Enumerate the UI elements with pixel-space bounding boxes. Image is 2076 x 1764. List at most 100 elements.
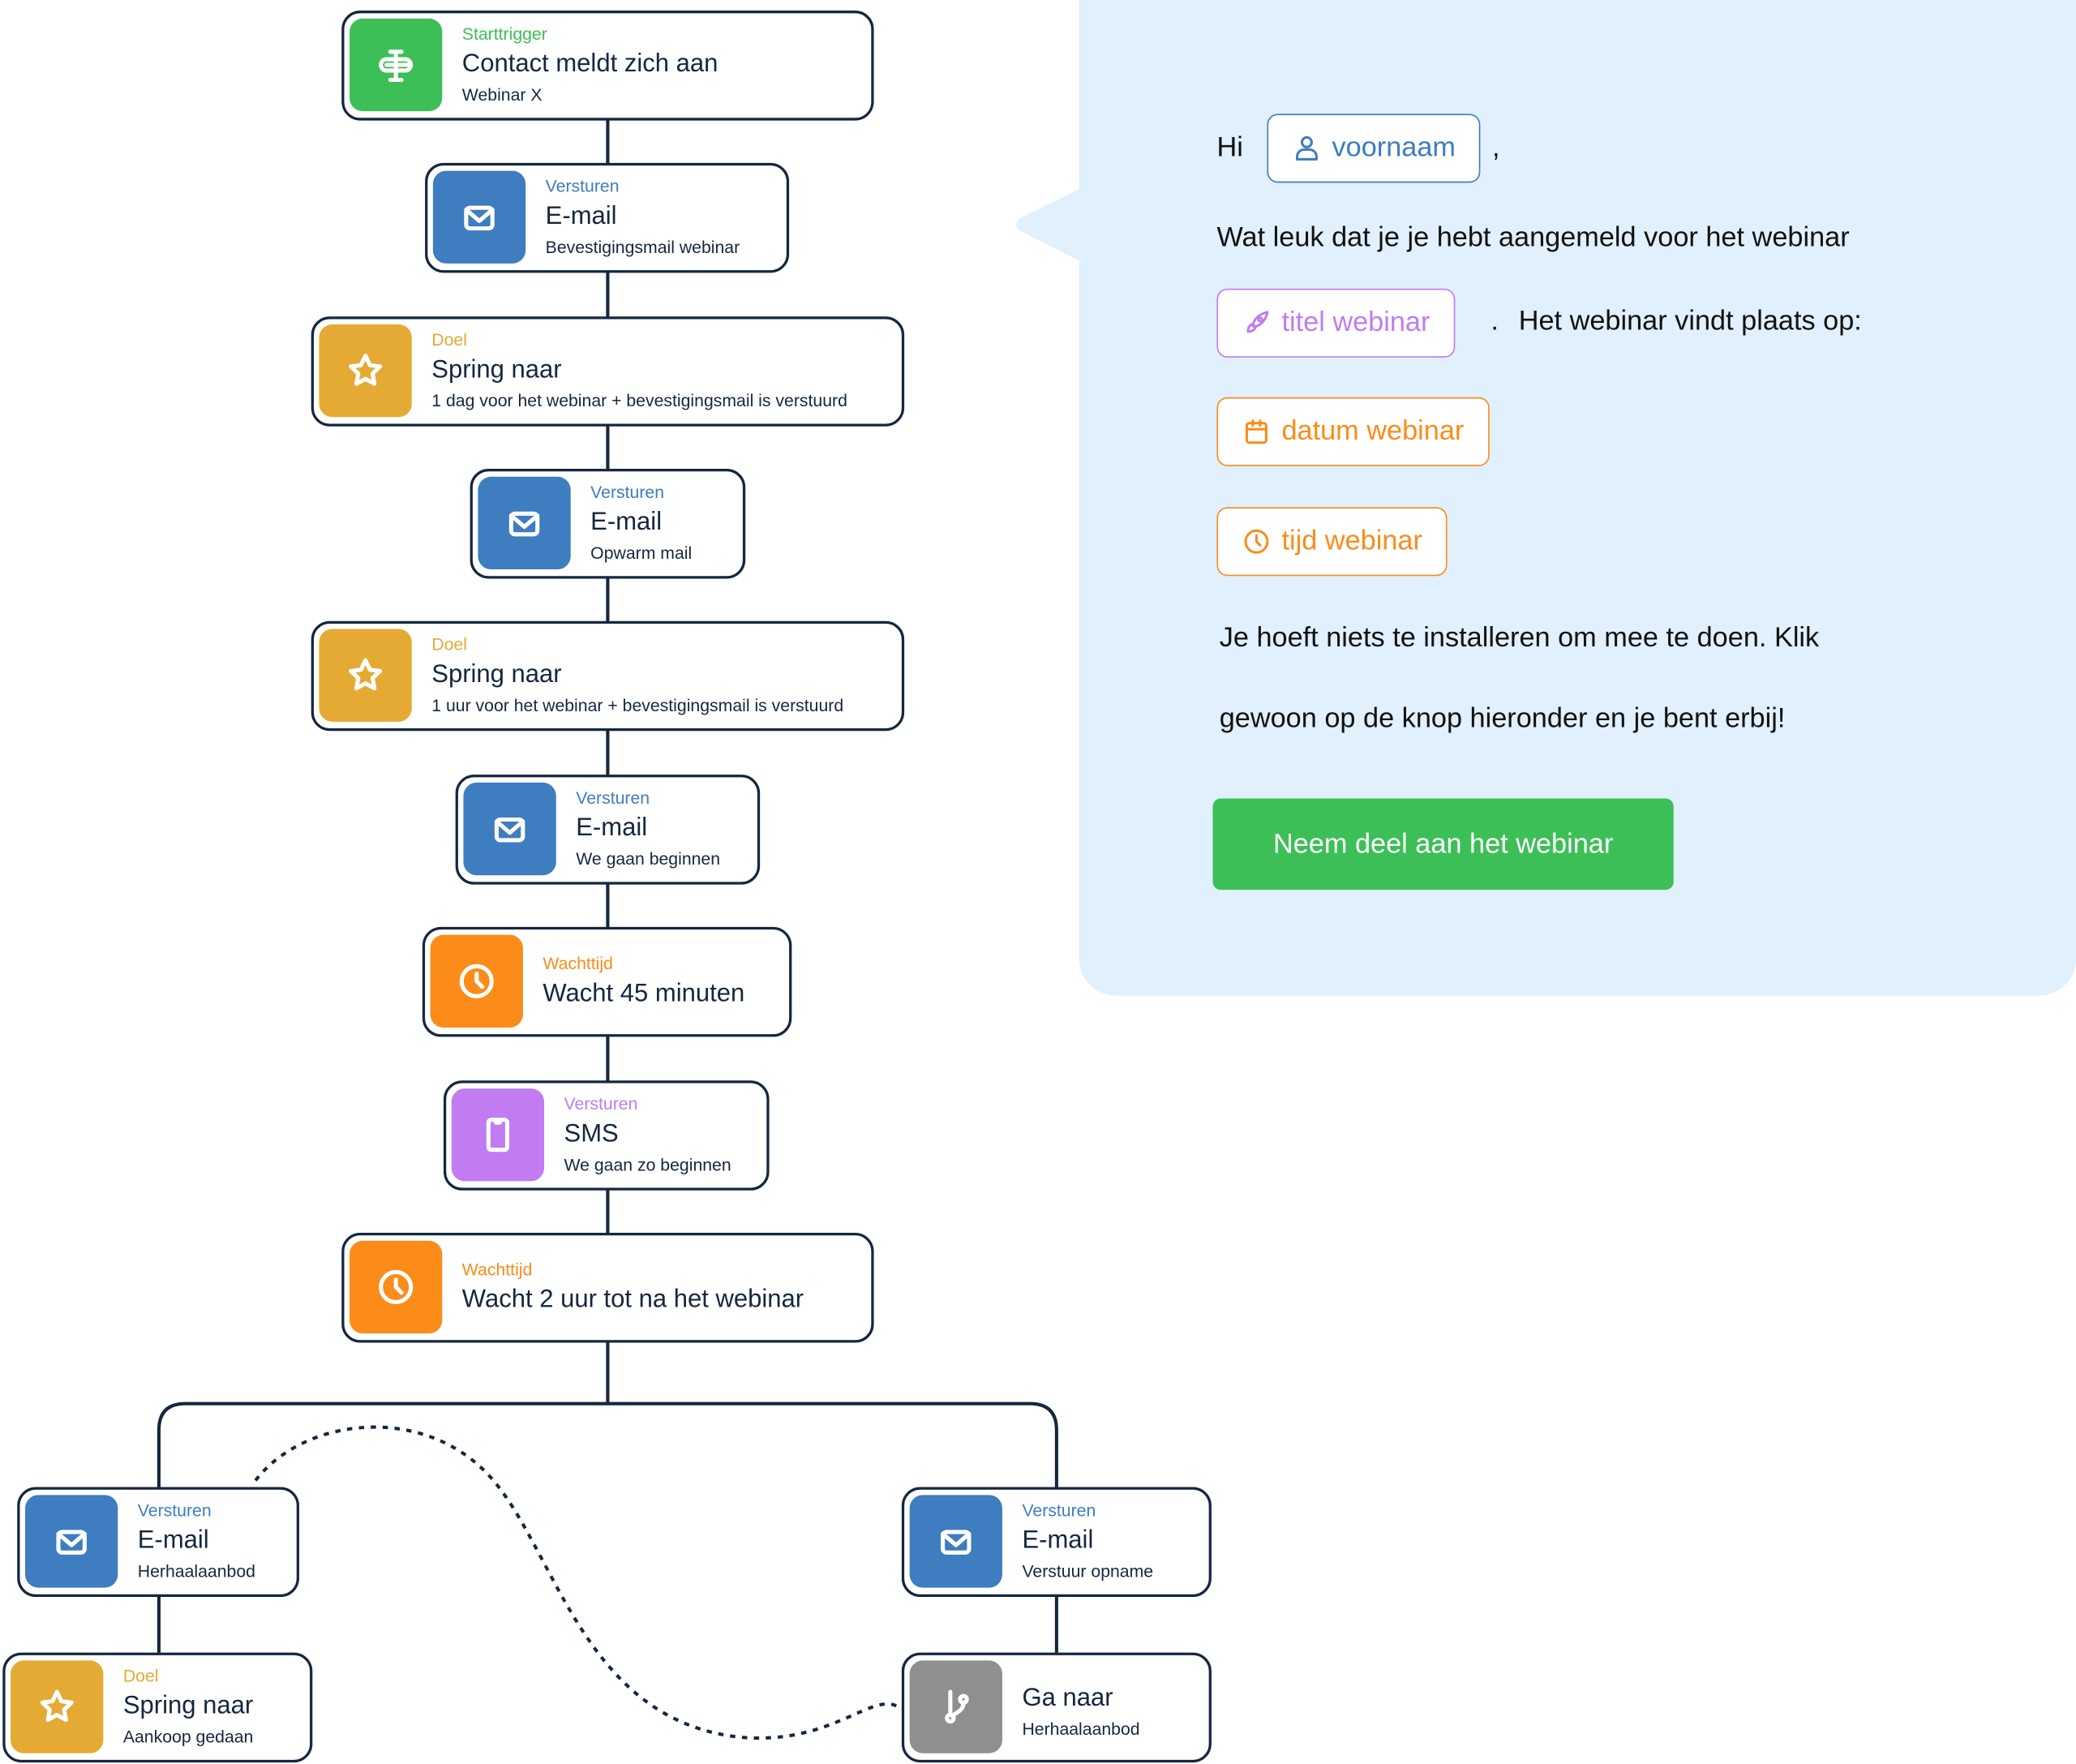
comma-text: , xyxy=(1492,132,1500,163)
user-icon xyxy=(1296,135,1318,161)
mail-icon xyxy=(941,1530,972,1555)
node-text: Starttrigger Contact meldt zich aan Webi… xyxy=(462,24,718,107)
node-subtitle: Webinar X xyxy=(461,84,543,105)
node-text: Versturen E-mail We gaan beginnen xyxy=(576,788,720,871)
rocket-icon xyxy=(1246,311,1269,333)
node-icon-box xyxy=(451,1088,545,1182)
token-label: titel webinar xyxy=(1281,307,1430,338)
star-icon xyxy=(349,354,383,386)
node-text: Versturen E-mail Opwarm mail xyxy=(590,482,692,565)
mail-icon xyxy=(494,817,525,843)
node-text: Wachttijd Wacht 45 minuten xyxy=(543,954,744,1012)
node-icon-box xyxy=(25,1495,118,1588)
token-time[interactable]: tijd webinar xyxy=(1216,507,1448,577)
node-icon-box xyxy=(319,324,412,418)
node-subtitle: 1 dag voor het webinar + bevestigingsmai… xyxy=(431,390,847,411)
node-text: Versturen SMS We gaan zo beginnen xyxy=(564,1094,731,1178)
node-text: Versturen E-mail Bevestigingsmail webina… xyxy=(546,176,740,260)
node-subtitle: We gaan zo beginnen xyxy=(564,1154,731,1175)
greeting-text: Hi xyxy=(1216,132,1243,163)
node-title: Spring naar xyxy=(431,356,562,384)
mail-icon xyxy=(464,205,495,231)
node-title: Wacht 45 minuten xyxy=(543,980,745,1008)
node-subtitle: Aankoop gedaan xyxy=(122,1727,254,1747)
node-subtitle: Herhaalaanbod xyxy=(137,1560,255,1582)
node-text: Doel Spring naar 1 dag voor het webinar … xyxy=(431,330,847,414)
workflow-node-1[interactable]: Starttrigger Contact meldt zich aan Webi… xyxy=(341,11,874,121)
node-title: SMS xyxy=(564,1120,619,1148)
node-category: Starttrigger xyxy=(461,24,547,44)
goto-dashed-link xyxy=(254,1425,902,1740)
workflow-node-10[interactable]: Versturen E-mail Herhaalaanbod xyxy=(17,1487,299,1598)
workflow-node-2[interactable]: Versturen E-mail Bevestigingsmail webina… xyxy=(425,162,790,273)
star-icon xyxy=(349,658,383,691)
node-category: Doel xyxy=(122,1665,159,1686)
branch-connector xyxy=(157,1401,1058,1487)
node-text: Wachttijd Wacht 2 uur tot na het webinar xyxy=(462,1260,804,1318)
token-label: datum webinar xyxy=(1281,415,1465,447)
node-subtitle: Opwarm mail xyxy=(590,543,693,563)
node-icon-box xyxy=(432,170,526,264)
mail-icon xyxy=(508,511,540,537)
node-title: Spring naar xyxy=(122,1692,254,1720)
node-title: Ga naar xyxy=(1022,1684,1113,1713)
node-category: Wachttijd xyxy=(543,953,613,974)
workflow-node-13[interactable]: Ga naar Herhaalaanbod xyxy=(901,1652,1212,1763)
node-title: E-mail xyxy=(1022,1526,1094,1555)
node-subtitle: Bevestigingsmail webinar xyxy=(545,237,740,257)
node-icon-box xyxy=(350,18,443,112)
node-icon-box xyxy=(909,1495,1002,1588)
workflow-node-11[interactable]: Versturen E-mail Verstuur opname xyxy=(901,1487,1212,1598)
token-title[interactable]: titel webinar xyxy=(1216,288,1456,358)
branch-icon xyxy=(945,1689,969,1724)
body-line-1: Wat leuk dat je je hebt aangemeld voor h… xyxy=(1216,222,1850,253)
node-title: E-mail xyxy=(590,508,663,537)
node-text: Doel Spring naar Aankoop gedaan xyxy=(123,1666,254,1749)
node-icon-box xyxy=(909,1660,1002,1753)
node-subtitle: Verstuur opname xyxy=(1022,1560,1154,1582)
node-category: Versturen xyxy=(590,482,665,502)
workflow-node-6[interactable]: Versturen E-mail We gaan beginnen xyxy=(455,775,761,885)
node-text: Doel Spring naar 1 uur voor het webinar … xyxy=(431,634,843,718)
signpost-icon xyxy=(379,49,414,83)
token-firstname[interactable]: voornaam xyxy=(1267,114,1481,183)
node-category: Versturen xyxy=(545,176,620,196)
workflow-node-4[interactable]: Versturen E-mail Opwarm mail xyxy=(470,468,746,579)
node-title: Wacht 2 uur tot na het webinar xyxy=(461,1285,804,1314)
workflow-node-3[interactable]: Doel Spring naar 1 dag voor het webinar … xyxy=(311,316,905,427)
workflow-node-9[interactable]: Wachttijd Wacht 2 uur tot na het webinar xyxy=(341,1233,874,1343)
node-title: Spring naar xyxy=(431,660,562,689)
period-text: . xyxy=(1491,306,1499,337)
node-icon-box xyxy=(463,782,556,876)
node-category: Versturen xyxy=(576,788,650,808)
clock-icon xyxy=(1244,529,1269,554)
node-title: E-mail xyxy=(576,814,648,843)
mail-icon xyxy=(56,1530,87,1555)
node-text: Versturen E-mail Herhaalaanbod xyxy=(138,1500,255,1584)
node-icon-box xyxy=(11,1660,104,1753)
node-category: Versturen xyxy=(564,1093,638,1114)
token-label: voornaam xyxy=(1332,132,1456,163)
join-webinar-button[interactable]: Neem deel aan het webinar xyxy=(1212,798,1674,891)
node-text: Ga naar Herhaalaanbod xyxy=(1022,1679,1139,1741)
node-title: Contact meldt zich aan xyxy=(461,50,718,79)
workflow-node-12[interactable]: Doel Spring naar Aankoop gedaan xyxy=(2,1652,313,1763)
node-icon-box xyxy=(430,934,523,1028)
token-date[interactable]: datum webinar xyxy=(1216,397,1490,466)
phone-icon xyxy=(486,1118,510,1152)
workflow-node-5[interactable]: Doel Spring naar 1 uur voor het webinar … xyxy=(311,620,905,732)
node-title: E-mail xyxy=(137,1526,209,1555)
node-category: Doel xyxy=(431,329,467,350)
workflow-node-8[interactable]: Versturen SMS We gaan zo beginnen xyxy=(443,1080,770,1191)
node-category: Wachttijd xyxy=(461,1259,533,1280)
node-icon-box xyxy=(319,629,412,722)
node-icon-box xyxy=(478,476,571,570)
body-line-3: Je hoeft niets te installeren om mee te … xyxy=(1219,622,1820,653)
node-category: Versturen xyxy=(137,1500,212,1521)
token-label: tijd webinar xyxy=(1281,526,1422,556)
body-line-4: gewoon op de knop hieronder en je bent e… xyxy=(1219,702,1786,734)
node-title: E-mail xyxy=(545,202,617,231)
node-subtitle: Herhaalaanbod xyxy=(1022,1719,1140,1739)
workflow-node-7[interactable]: Wachttijd Wacht 45 minuten xyxy=(422,926,792,1037)
